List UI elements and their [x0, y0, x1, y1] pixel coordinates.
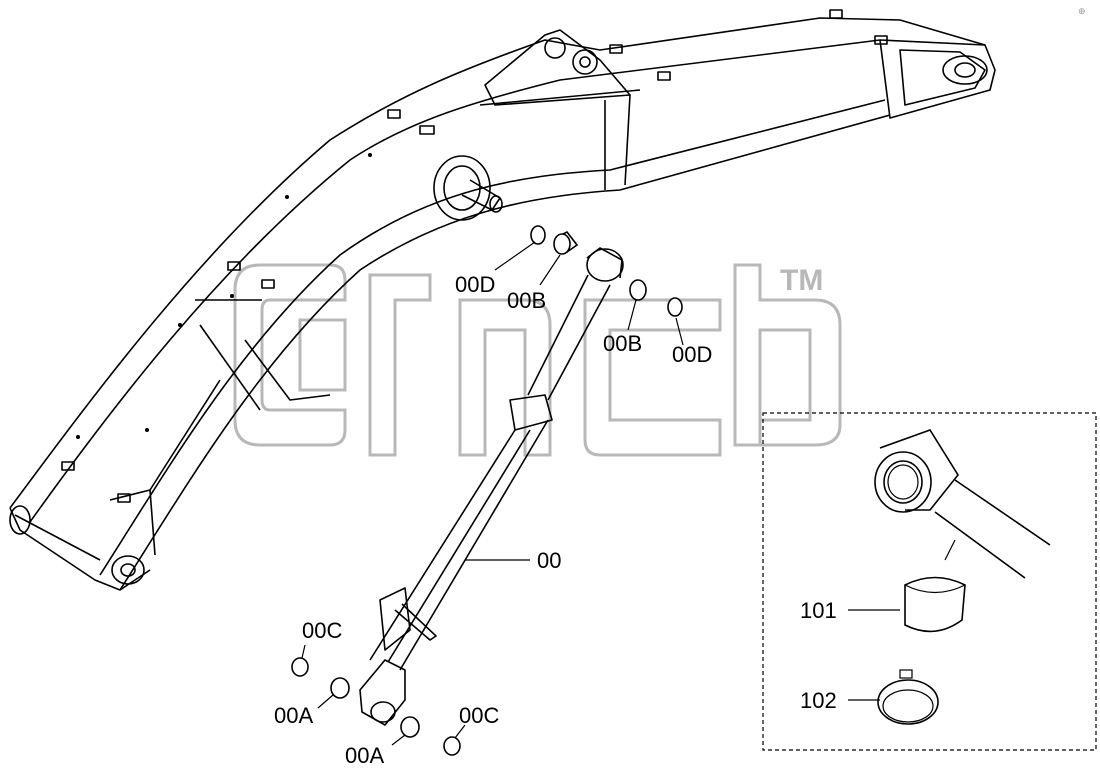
callout-00B-right: 00B: [603, 331, 642, 356]
part-00D-right-icon: [667, 297, 683, 317]
part-101-icon: [904, 576, 966, 633]
watermark-trademark: TM: [780, 264, 823, 297]
callout-00D-right: 00D: [672, 342, 712, 367]
callout-00A-left: 00A: [274, 703, 313, 728]
boom-head-pin: [942, 55, 988, 85]
bracket-pin: [572, 49, 598, 75]
part-00B-top-icon: [553, 233, 571, 255]
part-00C-left-icon: [291, 657, 309, 677]
rivet-dots: [76, 153, 372, 439]
part-00C-bottom-icon: [443, 736, 461, 756]
cylinder-mount-boss: [433, 155, 491, 221]
watermark-logo: [233, 263, 842, 457]
rod-eye: [586, 248, 624, 282]
callout-00B-top: 00B: [507, 288, 546, 313]
callout-labels: 00D 00B 00B 00D 00 00C 00A 00A 00C 101 1…: [274, 272, 837, 768]
callout-00C-left: 00C: [302, 618, 342, 643]
part-00A-bottom-icon: [400, 716, 420, 738]
callout-00: 00: [537, 548, 561, 573]
callout-00D-top: 00D: [455, 272, 495, 297]
part-00B-right-icon: [629, 279, 647, 301]
part-00D-top-icon: [530, 225, 546, 245]
callout-00C-bottom: 00C: [459, 703, 499, 728]
detail-inset-border: [762, 412, 1097, 751]
callout-00A-bottom: 00A: [345, 743, 384, 768]
bushings: [291, 225, 683, 756]
hydraulic-cylinder: [359, 247, 624, 726]
boom-arm: [9, 9, 996, 591]
detail-rod-eye: [874, 451, 932, 513]
part-00A-left-icon: [330, 677, 350, 699]
callout-101: 101: [800, 598, 837, 623]
part-102-icon: [877, 679, 939, 725]
boom-foot-pin: [111, 555, 145, 585]
bottom-eye: [370, 701, 396, 723]
corner-mark: ⊕: [1078, 6, 1086, 16]
leader-lines: [301, 241, 900, 746]
detail-inset: [762, 412, 1097, 751]
callout-102: 102: [800, 688, 837, 713]
